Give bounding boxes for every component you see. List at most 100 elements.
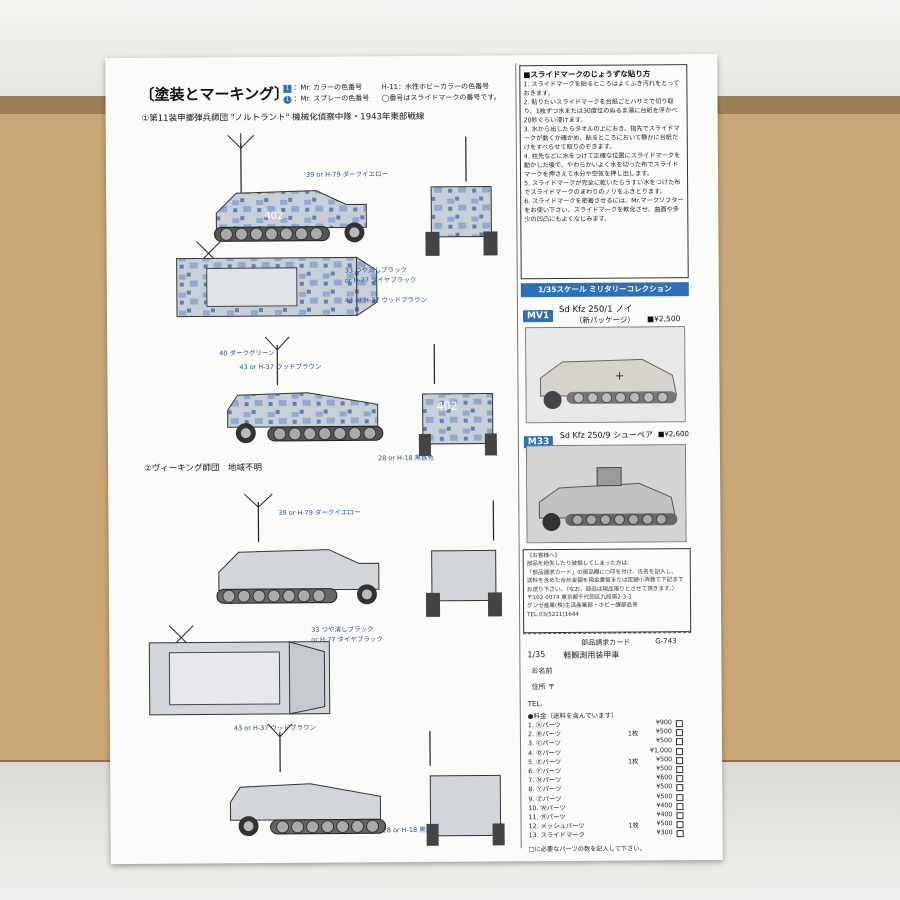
part-quantity-checkbox[interactable] [676, 793, 684, 801]
legend-hobby-code: H-11 [381, 83, 399, 92]
part-qty: 1枚 [627, 730, 639, 738]
card-tel-label: TEL. [527, 700, 543, 709]
scheme1-drawings: 402 [176, 133, 498, 456]
part-quantity-checkbox[interactable] [676, 756, 684, 764]
part-name: 1. Ⓐパーツ [527, 721, 561, 730]
legend-mr-spray: ：Mr. スプレーの色番号 [293, 94, 370, 103]
card-code: G-743 [655, 637, 677, 646]
part-quantity-checkbox[interactable] [676, 747, 684, 755]
product-photo-m33 [525, 444, 687, 544]
front-view-1 [425, 136, 498, 256]
part-quantity-checkbox[interactable] [676, 812, 684, 820]
part-name: 12. メッシュパーツ [528, 823, 585, 831]
legend-chip: 1 [283, 84, 292, 93]
instruction-item: 4. 柱先などに水をつけて正確な位置にスライドマークを動かした後で、やわらかいよ… [523, 152, 681, 179]
collection-banner: 1/35スケール ミリタリーコレクション [520, 282, 689, 298]
callout2-dark-yellow: 39 or H-79 ダークイエロー [278, 508, 361, 517]
side-view-4 [229, 723, 387, 837]
part-name: 3. Ⓒパーツ [527, 740, 562, 748]
part-quantity-checkbox[interactable] [675, 720, 683, 728]
part-quantity-checkbox[interactable] [676, 766, 684, 774]
product-photo-mv1: + [525, 326, 686, 424]
instruction-sheet: 〔塗装とマーキング〕 1：Mr. カラーの色番号 1：Mr. スプレーの色番号 … [105, 53, 723, 865]
rear-view-1: 402 [418, 343, 497, 456]
part-name: 7. Ⓝパーツ [528, 777, 562, 785]
decal-instructions: ■スライドマークのじょうずな貼り方 1. スライドマークを貼るところはよくふき汚… [519, 64, 689, 280]
turret-number: 402 [264, 211, 283, 222]
side-view-1: 402 [213, 133, 367, 243]
part-price: ¥400 [656, 802, 673, 810]
part-price: ¥500 [656, 765, 673, 773]
callout-flat-black: 33 つや消しブラック [344, 266, 408, 275]
card-scale: 1/35 [527, 650, 546, 660]
product-name: Sd Kfz 250/1 ノイ [558, 304, 633, 315]
svg-text:+: + [614, 369, 624, 383]
part-quantity-checkbox[interactable] [676, 784, 684, 792]
part-name: 2. Ⓑパーツ [527, 731, 562, 739]
product-mv1: MV1 [522, 303, 554, 323]
part-price: ¥400 [656, 811, 673, 819]
rear-view-2 [426, 730, 505, 846]
legend-chip-round: 1 [283, 95, 292, 104]
product-sub: （新パッケージ） [575, 315, 635, 325]
order-note: 《お客様へ》 部品を紛失したり破損してしまった方は、 「部品請求カード」の部品欄… [522, 548, 692, 634]
part-price: ¥500 [655, 728, 672, 736]
callout-wood-brown: 43 or H-37 ウッドブラウン [344, 295, 428, 305]
scheme2-drawings [148, 493, 505, 846]
callout2-wood-brown: 43 or H-37 ウッドブラウン [233, 723, 317, 733]
instruction-item: 6. スライドマークを密着させるには、Mr.マークソフターをお使い下さい。スライ… [524, 197, 684, 224]
instruction-item: 5. スライドマークが完全に乾いたらうすい水をつけた布でスライドマークのまわりの… [524, 179, 681, 197]
part-quantity-checkbox[interactable] [676, 802, 684, 810]
product-price: ■¥2,600 [657, 430, 689, 439]
part-price: ¥1,000 [649, 746, 673, 754]
product-name: Sd Kfz 250/9 シューペア [559, 430, 653, 440]
part-quantity-checkbox[interactable] [676, 775, 684, 783]
part-price: ¥500 [656, 783, 673, 791]
card-title: 部品請求カード [581, 638, 631, 647]
part-name: 10. Ⓦパーツ [528, 804, 566, 813]
card-footer: □に必要なパーツの数を記入して下さい。 [528, 845, 646, 854]
callout-dark-yellow: 39 or H-79 ダークイエロー [305, 170, 389, 179]
part-quantity-checkbox[interactable] [676, 821, 684, 829]
top-view-1 [176, 240, 378, 318]
part-quantity-checkbox[interactable] [675, 729, 683, 737]
side-view-3 [216, 493, 380, 605]
color-legend: 1：Mr. カラーの色番号 1：Mr. スプレーの色番号 H-11：水性ホビーカ… [283, 81, 513, 107]
part-name: 5. Ⓔパーツ [528, 758, 562, 767]
part-quantity-checkbox[interactable] [675, 738, 684, 746]
callout-tire-black: or H-77 タイヤブラック [344, 275, 417, 285]
callout2-tire-black: or H-77 タイヤブラック [311, 635, 383, 644]
part-name: 11. Ⓡパーツ [528, 813, 566, 822]
product-code: MV1 [522, 310, 554, 323]
part-price: ¥500 [656, 792, 673, 800]
instruction-item: 3. 水から出したらタオルの上におき、指先でスライドマークが動くか確かめ、貼ると… [523, 125, 680, 152]
scheme2-heading: ②ヴィーキング師団 地域不明 [144, 463, 262, 474]
part-name: 13. スライドマーク [528, 832, 585, 840]
part-name: 9. Ⓩパーツ [528, 795, 562, 803]
top-view-2 [148, 625, 331, 716]
card-address-label: 住所 〒 [531, 683, 555, 692]
part-name: 8. Ⓨパーツ [528, 786, 562, 794]
callout-wood-brown-2: 43 or H-37 ウッドブラウン [239, 362, 322, 372]
legend-mr-color: ：Mr. カラーの色番号 [293, 83, 363, 92]
part-quantity-checkbox[interactable] [676, 830, 684, 838]
order-note-line: グンゼ産業(株)生活産業部・ホビー課部品係 TEL.03(5211)1644 [527, 602, 638, 619]
legend-hobby-color: ：水性ホビーカラーの色番号 [398, 82, 490, 92]
part-qty: 1枚 [628, 822, 639, 830]
part-name: 4. Ⓓパーツ [528, 749, 562, 757]
card-fee-label: ●料金（送料を含んでいます） [527, 711, 618, 721]
callout-black-iron: 28 or H-18 黒鉄色 [377, 453, 435, 463]
side-view-2 [227, 336, 384, 444]
front-view-2 [425, 500, 503, 617]
card-name-label: お名前 [531, 667, 553, 676]
card-product: 軽観測用装甲車 [563, 650, 620, 660]
product-price: ■¥2,500 [646, 314, 681, 324]
page-title: 〔塗装とマーキング〕 [139, 84, 290, 104]
instruction-item: 2. 貼りたいスライドマークを台紙ごとハサミで切り取り、1枚ずつ水または30度位… [523, 98, 678, 125]
instruction-item: 1. スライドマークを貼るところはよくふき汚れをとっておきます。 [523, 80, 680, 98]
callout2-flat-black: 33 つや消しブラック [311, 625, 374, 634]
part-price: ¥300 [656, 829, 673, 837]
callout-dark-green: 40 ダークグリーン [219, 348, 275, 358]
legend-decal: ◯番号はスライドマークの番号です。 [381, 93, 501, 103]
